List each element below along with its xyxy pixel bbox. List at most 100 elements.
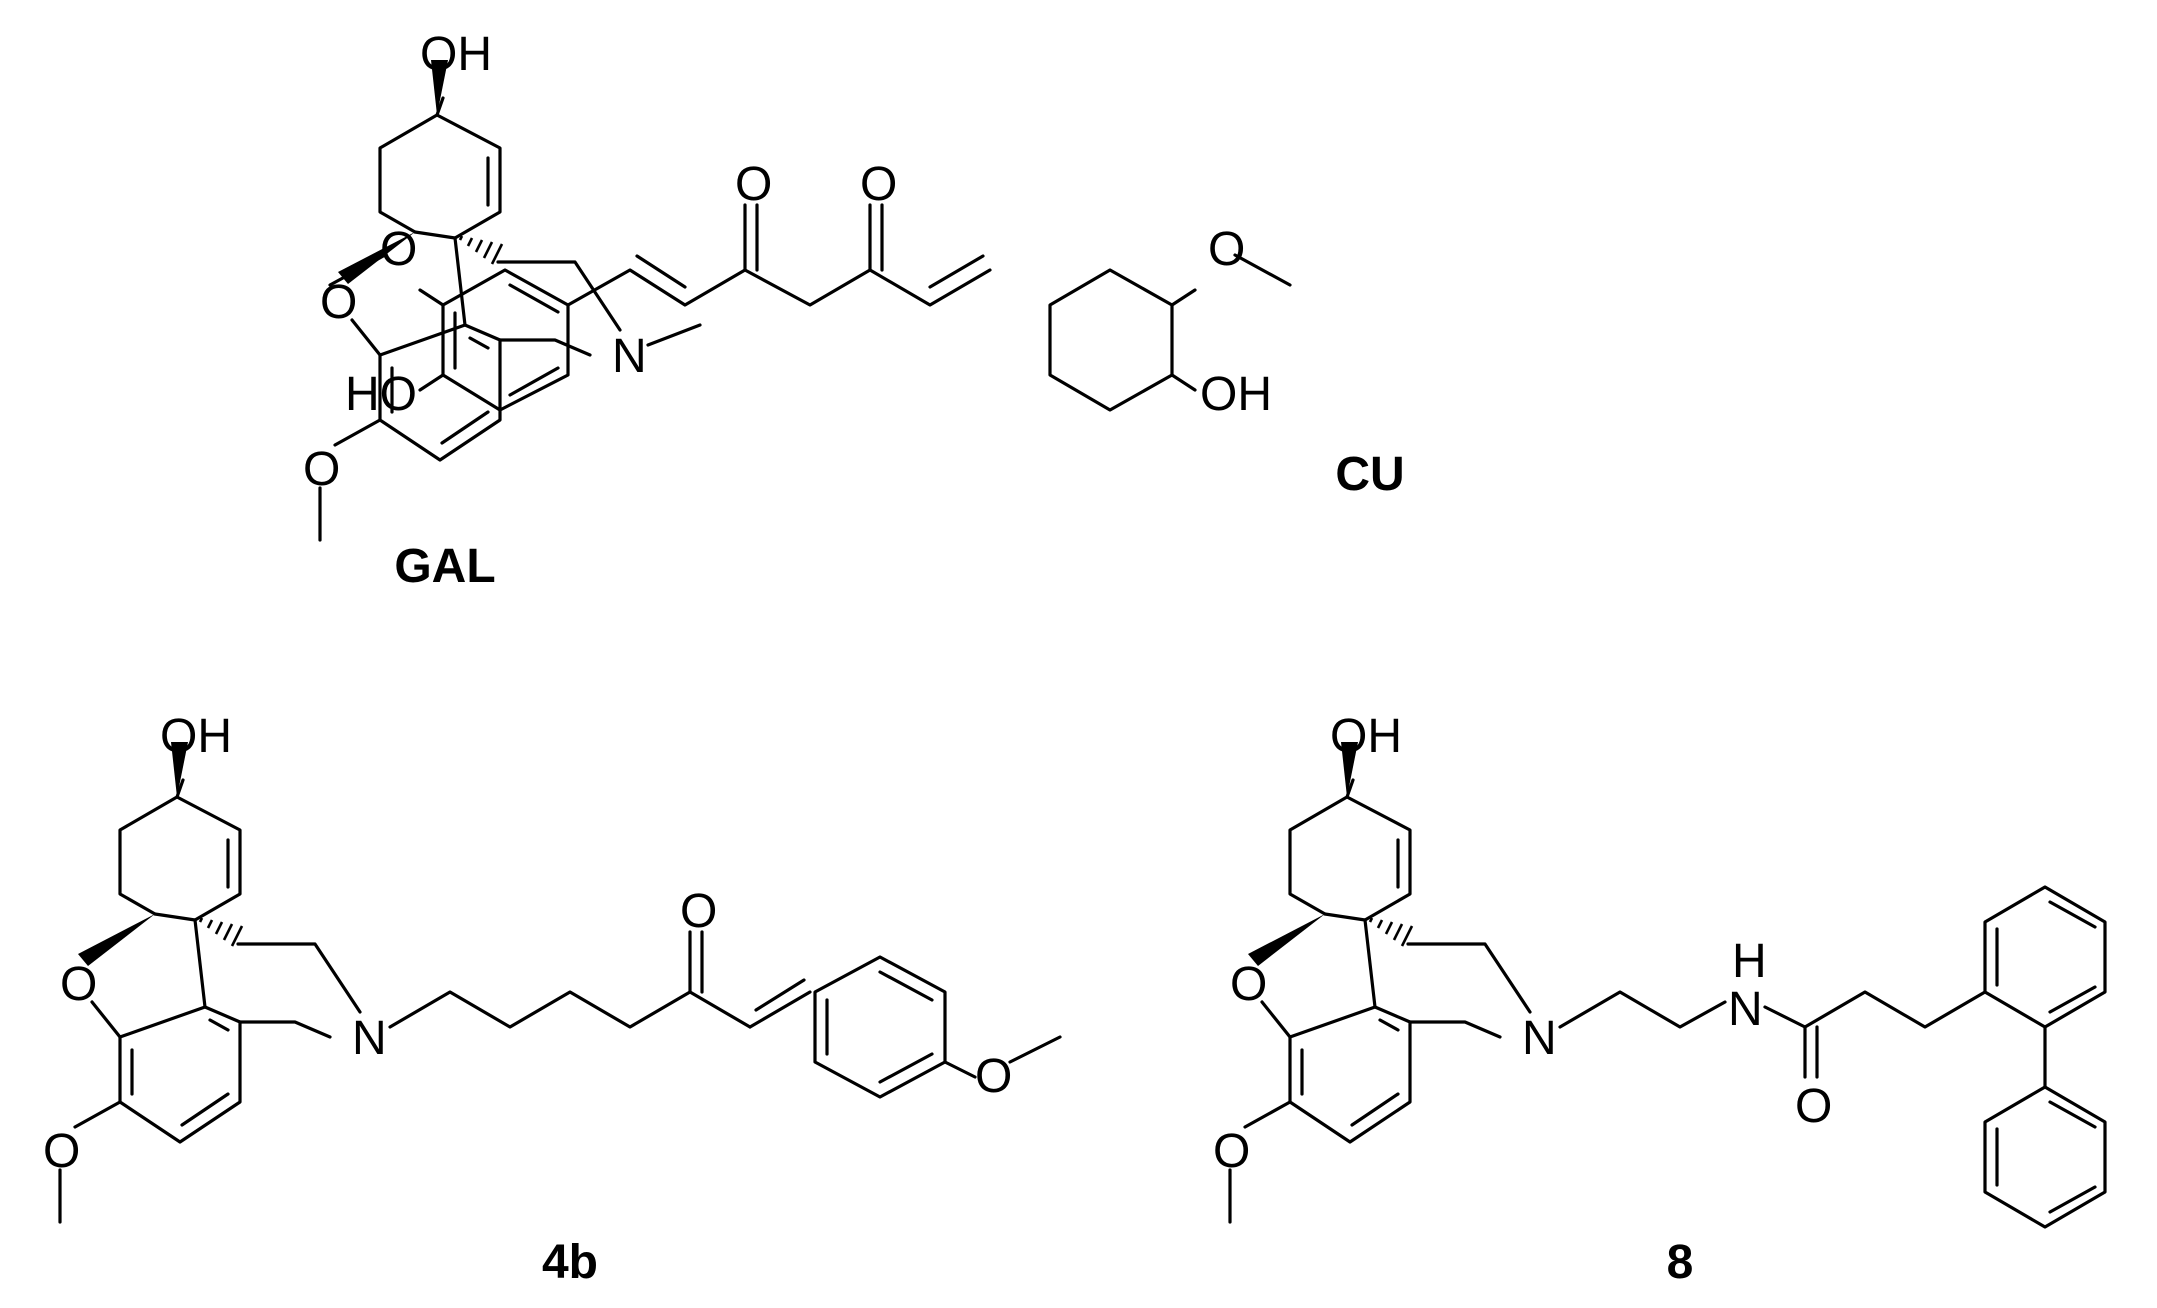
4b-aryl-ring (813, 955, 947, 1099)
gal-oh-label: OH (420, 28, 492, 81)
gal-oh-wedge (431, 60, 448, 115)
4b-aryl-ome-bond (943, 1060, 977, 1079)
8-ethyl-linker (1558, 990, 1727, 1029)
gal-bond-o-ar (350, 318, 382, 357)
cu-db-left (635, 254, 687, 289)
cu-right-ring (1048, 268, 1174, 412)
cu-right-ome-bond (1170, 288, 1197, 307)
4b-o-keto-label: O (680, 885, 717, 938)
4b-oh-label: OH (160, 710, 232, 763)
8-ring-b-db2 (2048, 1185, 2097, 1214)
gal-azepine-a (496, 260, 622, 332)
8-ome-bond (1243, 1100, 1292, 1129)
8-nh-co (1763, 1005, 1807, 1029)
4b-ome-bond (73, 1100, 122, 1129)
8-biphenyl-ring-b (1983, 1085, 2107, 1229)
gal-ring-c-bonds-b (435, 113, 502, 240)
cu-compound-label: CU (1335, 448, 1404, 501)
gal-bond-c4a (413, 230, 457, 240)
4b-benz-db2 (180, 1092, 230, 1127)
gal-azepine-b (498, 338, 592, 357)
cu-left-ome-bond (418, 288, 445, 307)
cu-ho-left-label: HO (345, 368, 417, 421)
4b-aryl-db1 (878, 970, 934, 1002)
cu-o-methoxy-left-label: O (380, 223, 417, 276)
4b-bond-c4a (153, 912, 197, 922)
8-o-ring-label: O (1230, 958, 1267, 1011)
cu-o-methoxy-right-label: O (1208, 223, 1245, 276)
4b-enone (748, 990, 812, 1029)
8-benz-db1 (1378, 1018, 1400, 1032)
gal-benz-db2 (440, 410, 490, 445)
8-ring-b-db1 (2048, 1100, 2097, 1129)
8-propanoyl-chain (1803, 990, 1987, 1029)
cu-o-keto2-label: O (860, 158, 897, 211)
8-o-wedge (1248, 914, 1325, 966)
4b-compound-label: 4b (542, 1236, 598, 1289)
4b-o-wedge (78, 914, 155, 966)
4b-oh-wedge (171, 742, 188, 797)
4b-azepine-b (238, 1020, 332, 1039)
8-n-label: N (1522, 1012, 1557, 1065)
cu-heptadiene-chain (566, 268, 992, 307)
4b-pentyl-chain (388, 990, 752, 1029)
cu-o-keto1-label: O (735, 158, 772, 211)
8-oh-wedge (1341, 742, 1358, 797)
4b-aryl-db2 (878, 1052, 934, 1084)
cu-right-oh-bond (1170, 373, 1197, 392)
8-ring-c-bonds-a (1288, 778, 1355, 916)
4b-o-ring-label: O (60, 958, 97, 1011)
compound-cu: O O O O HO OH CU (328, 158, 1405, 501)
8-o-methoxy-label: O (1213, 1125, 1250, 1178)
cu-db-right (928, 254, 985, 289)
4b-aryl-ome-methyl (1008, 1035, 1062, 1064)
8-ring-c-bonds-b (1345, 795, 1412, 922)
4b-o-aryl-methoxy-label: O (975, 1050, 1012, 1103)
4b-n-label: N (352, 1012, 387, 1065)
4b-bond-o-ar (90, 1000, 122, 1039)
gal-ome-bond (333, 418, 382, 447)
8-bond-c4a (1323, 912, 1367, 922)
8-n-amide-label: N (1728, 983, 1763, 1036)
8-azepine-a (1406, 942, 1532, 1014)
8-hash-bond (1368, 917, 1414, 947)
8-oh-label: OH (1330, 710, 1402, 763)
cu-right-ome-methyl (1233, 253, 1292, 287)
8-biphenyl-ring-a (1983, 885, 2107, 1029)
cu-left-db3 (508, 283, 560, 314)
4b-ring-c-bonds-a (118, 778, 185, 916)
8-h-amide-label: H (1732, 935, 1767, 988)
8-benz-db2 (1350, 1092, 1400, 1127)
compound-gal: OH O N O GAL (303, 28, 702, 593)
cu-left-db2 (508, 366, 560, 397)
compound-4b: OH O N O O O (43, 710, 1062, 1224)
4b-azepine-a (236, 942, 362, 1014)
4b-o-methoxy-label: O (43, 1125, 80, 1178)
cu-left-oh-bond (418, 373, 445, 392)
gal-ring-c-bonds-a (378, 96, 445, 234)
8-compound-label: 8 (1667, 1236, 1694, 1289)
gal-benz-db1 (468, 336, 490, 350)
4b-ring-c-bonds-b (175, 795, 242, 922)
gal-o-methoxy-label: O (303, 443, 340, 496)
gal-compound-label: GAL (394, 540, 495, 593)
compound-8: OH O N O H N O (1213, 710, 2107, 1229)
cu-oh-right-label: OH (1200, 368, 1272, 421)
8-o-amide-label: O (1795, 1080, 1832, 1133)
8-bond-spiro (1363, 918, 1377, 1009)
4b-enone-db (754, 978, 806, 1012)
8-ring-a-db2 (2048, 900, 2097, 929)
4b-hash-bond (198, 917, 244, 947)
gal-bond-spiro (453, 236, 467, 327)
8-ring-a-db3 (2048, 985, 2097, 1014)
gal-o-ring-label: O (320, 276, 357, 329)
gal-n-methyl (646, 323, 702, 347)
4b-bond-spiro (193, 918, 207, 1009)
8-bond-o-ar (1260, 1000, 1292, 1039)
gal-hash-bond (458, 235, 504, 265)
cu-left-ome-methyl (328, 253, 387, 287)
8-azepine-b (1408, 1020, 1502, 1039)
gal-n-label: N (612, 330, 647, 383)
